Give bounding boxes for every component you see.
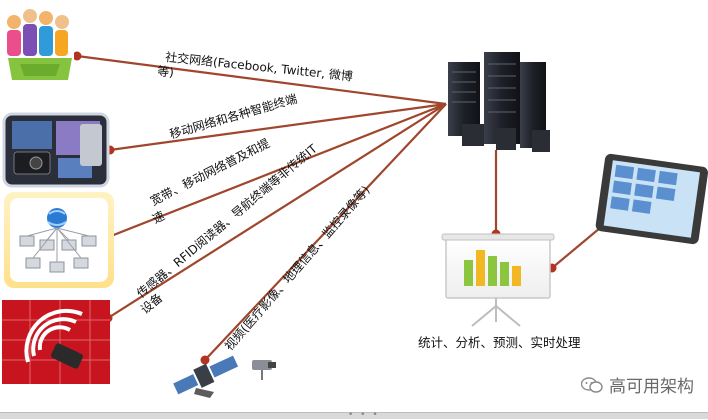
rfid-signal-icon	[2, 300, 110, 384]
devices-icon	[2, 112, 110, 188]
label-social-cont: 等)	[157, 64, 175, 80]
network-globe-icon	[4, 192, 114, 288]
wechat-icon	[581, 376, 603, 393]
brand-watermark: 高可用架构	[581, 372, 694, 397]
connector-video	[204, 103, 447, 361]
connector-sensor	[107, 103, 447, 319]
tablet-icon	[595, 153, 708, 245]
brand-name: 高可用架构	[609, 377, 694, 397]
connector-broadband	[105, 102, 447, 240]
server-rack-icon	[448, 52, 550, 152]
satellite-camera-icon	[173, 355, 276, 398]
label-social-cont-text: 等)	[156, 64, 175, 80]
analytics-caption: 统计、分析、预测、实时处理	[418, 335, 581, 350]
connector-endpoint-dot	[72, 51, 82, 61]
connector-mobile	[109, 102, 447, 152]
connector-social	[76, 54, 447, 106]
bottom-scroll-bar	[0, 412, 708, 419]
connector-endpoint-dot	[200, 355, 210, 365]
people-icon	[4, 4, 74, 84]
presentation-chart-icon	[441, 233, 555, 327]
pager-dots[interactable]: • • •	[348, 410, 380, 420]
